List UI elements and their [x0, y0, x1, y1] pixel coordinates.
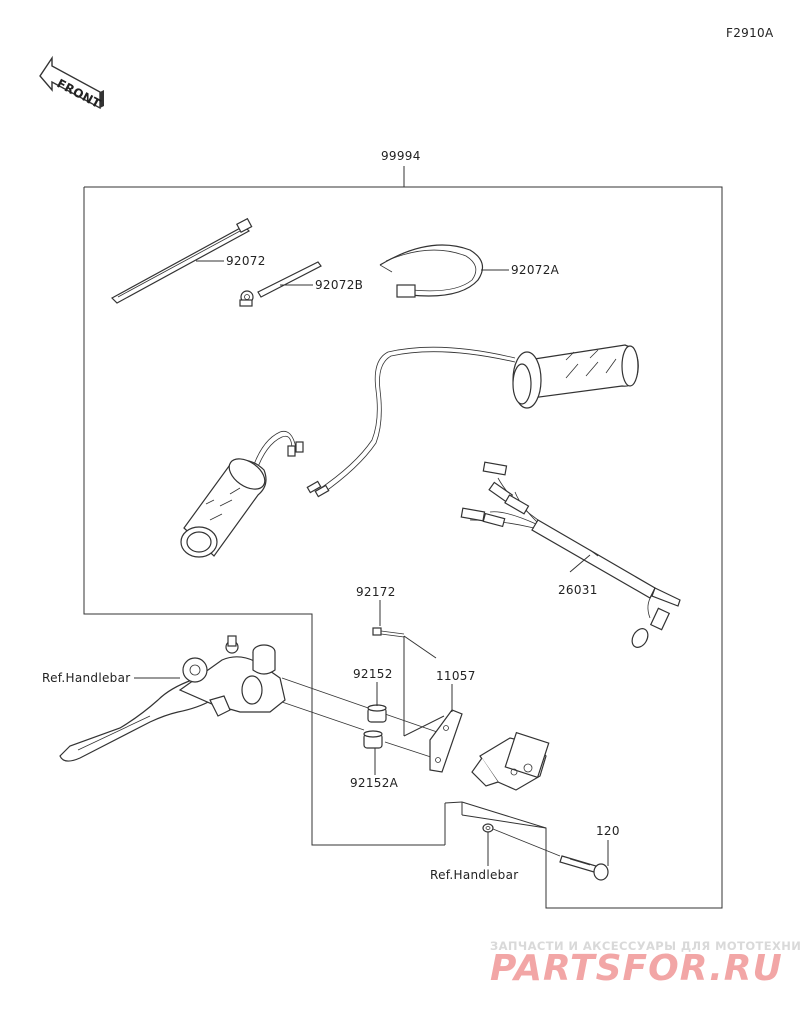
callout-120: 120: [596, 824, 620, 838]
grip-left: [180, 430, 304, 558]
cable-tie-small: [239, 261, 322, 307]
collar-92152: [367, 704, 387, 723]
watermark-logo: ЗАПЧАСТИ И АКСЕССУАРЫ ДЛЯ МОТОТЕХНИКИ PA…: [490, 939, 800, 989]
washer: [482, 823, 494, 833]
callout-92152a: 92152A: [350, 776, 399, 790]
screw: [372, 627, 405, 638]
callout-92152: 92152: [353, 667, 393, 681]
callout-92072b: 92072B: [315, 278, 363, 292]
wiring-harness: [460, 461, 681, 648]
switch-housing: [471, 731, 550, 791]
callout-92172: 92172: [356, 585, 396, 599]
callout-92072: 92072: [226, 254, 266, 268]
front-arrow-icon: FRONT: [39, 55, 104, 111]
grip-right: [306, 344, 639, 498]
bracket: [429, 709, 463, 773]
collar-92152a: [363, 730, 383, 749]
clutch-lever-assembly: [59, 635, 286, 762]
callout-11057: 11057: [436, 669, 476, 683]
kit-frame: [83, 166, 723, 909]
callout-92072a: 92072A: [511, 263, 560, 277]
figure-code: F2910A: [726, 26, 774, 40]
cable-tie-long: [111, 217, 253, 304]
callout-ref-handlebar-bottom: Ref.Handlebar: [430, 868, 518, 882]
band-clamp: [379, 244, 484, 298]
callout-26031: 26031: [558, 583, 598, 597]
watermark-tagline: ЗАПЧАСТИ И АКСЕССУАРЫ ДЛЯ МОТОТЕХНИКИ: [490, 939, 800, 953]
bolt: [559, 855, 609, 881]
callout-ref-handlebar-left: Ref.Handlebar: [42, 671, 130, 685]
callout-99994: 99994: [381, 149, 421, 163]
watermark-brand: PARTSFOR.RU: [490, 948, 783, 989]
